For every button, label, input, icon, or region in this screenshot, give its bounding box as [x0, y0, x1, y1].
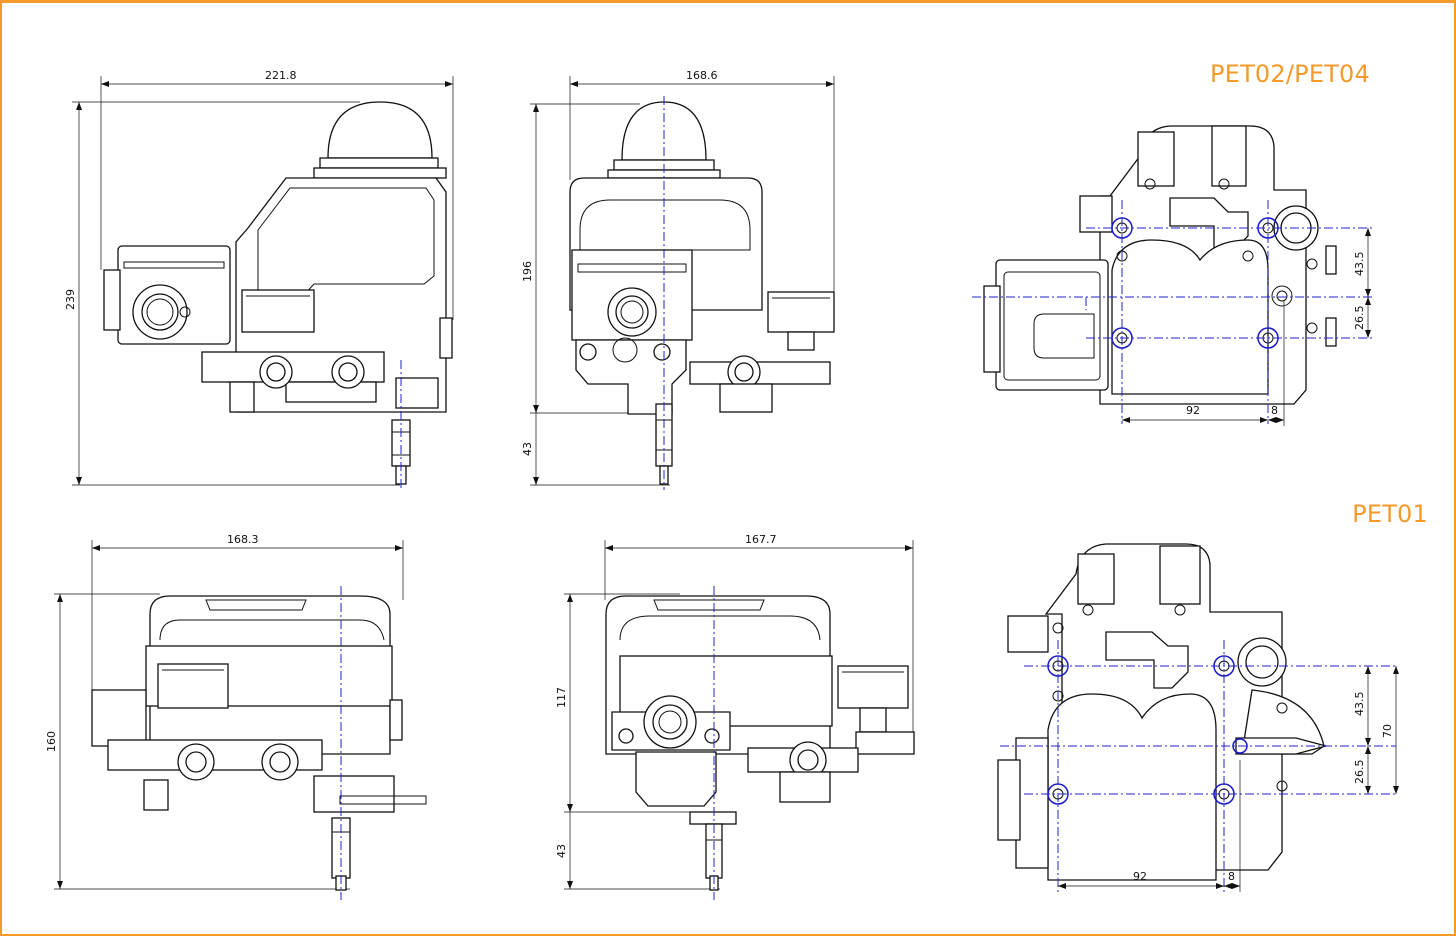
dim-label-43-top: 43 [521, 442, 534, 456]
dim-label-8-bottom: 8 [1228, 870, 1235, 883]
dimension-bottom-side-width: 168.3 [91, 533, 404, 690]
dimension-side-height: 239 [64, 101, 400, 486]
dim-label-117: 117 [555, 687, 568, 708]
dim-label-196: 196 [521, 261, 534, 282]
pet02-side-view: 221.8 239 [64, 69, 454, 490]
dim-label-26-5-bottom: 26.5 [1353, 760, 1366, 785]
dim-label-239: 239 [64, 289, 77, 310]
dimension-bottom-side-height: 160 [45, 593, 350, 890]
dim-label-43-5-bottom: 43.5 [1353, 692, 1366, 717]
pet02-front-view: 168.6 196 43 [521, 69, 835, 490]
dimension-side-width: 221.8 [100, 69, 454, 320]
dimension-front-shaft: 43 [521, 413, 670, 486]
dim-label-168-6: 168.6 [686, 69, 718, 82]
dim-label-70: 70 [1381, 724, 1394, 738]
model-title-pet01: PET01 [1352, 500, 1428, 528]
pet01-side-view: 168.3 160 [45, 533, 427, 900]
dim-label-92-bottom: 92 [1133, 870, 1147, 883]
pet01-plan-view: 43.5 26.5 70 92 8 [997, 543, 1399, 892]
dimension-bottom-front-height: 117 [555, 593, 700, 813]
dimension-bottom-front-shaft: 43 [555, 812, 720, 890]
dim-label-43-bottom: 43 [555, 844, 568, 858]
pet02-plan-view: 43.5 26.5 92 8 [972, 125, 1372, 426]
dim-label-26-5-top: 26.5 [1353, 306, 1366, 331]
pet01-front-view: 167.7 117 43 [555, 533, 915, 900]
dim-label-168-3: 168.3 [227, 533, 259, 546]
dim-label-92-top: 92 [1186, 404, 1200, 417]
model-title-pet02-pet04: PET02/PET04 [1210, 60, 1370, 88]
dim-label-8-top: 8 [1271, 404, 1278, 417]
dimension-front-width: 168.6 [569, 69, 835, 295]
dim-label-167-7: 167.7 [745, 533, 777, 546]
dim-label-160: 160 [45, 731, 58, 752]
dim-label-221-8: 221.8 [265, 69, 297, 82]
dimension-bottom-front-width: 167.7 [604, 533, 914, 740]
dim-label-43-5-top: 43.5 [1353, 252, 1366, 277]
